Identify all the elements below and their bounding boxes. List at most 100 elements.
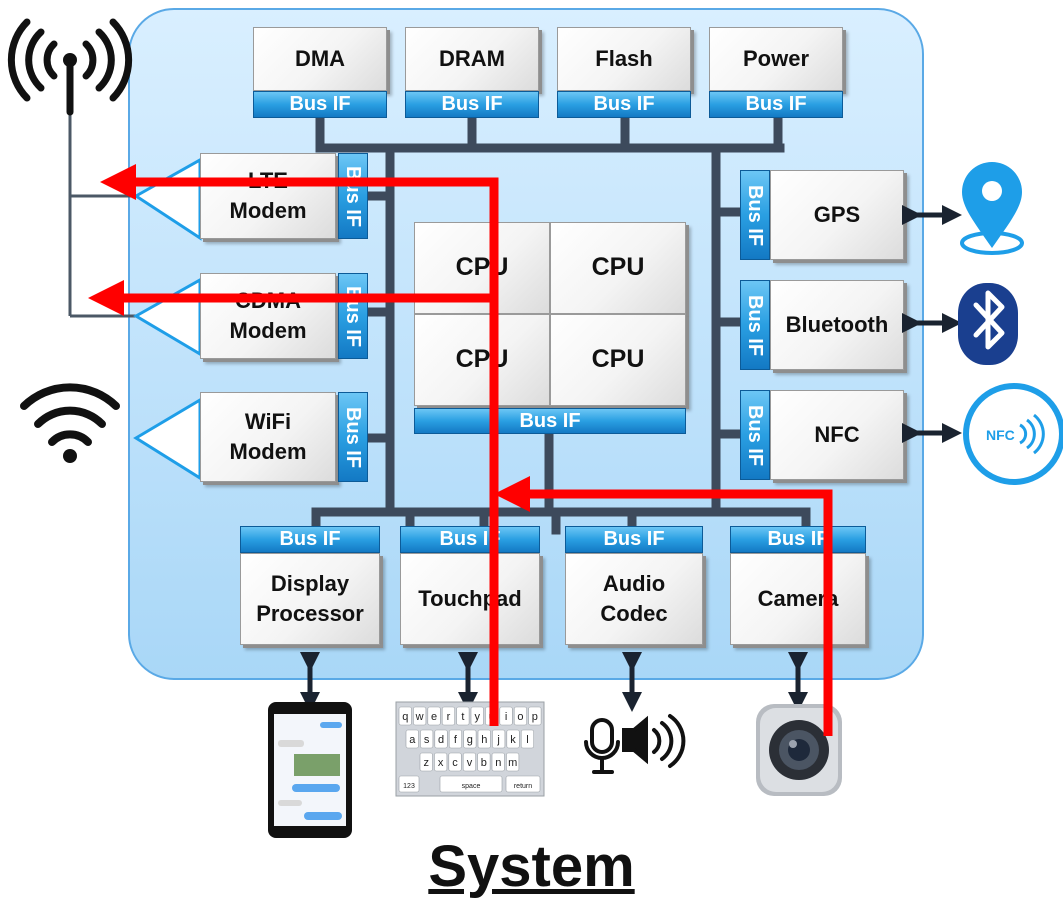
- key-c-label: c: [452, 757, 458, 769]
- key-w: [413, 706, 427, 726]
- modem-label: Modem: [229, 198, 307, 223]
- key-s-label: s: [424, 734, 430, 746]
- power-label: Power: [742, 46, 810, 72]
- cpu-label: CPU: [591, 345, 645, 374]
- data-path-keyboard-to-lte: [100, 164, 499, 726]
- microphone-speaker-icon: [584, 714, 686, 774]
- bus-if-label: Bus IF: [441, 93, 503, 115]
- key-l: [520, 729, 535, 749]
- dma-bus-if: Bus IF: [253, 91, 387, 118]
- key-i-label: i: [505, 711, 507, 723]
- key-return-label: return: [514, 783, 532, 790]
- power-bus-if: Bus IF: [709, 91, 843, 118]
- modem-label: Modem: [229, 318, 307, 343]
- key-a: [405, 729, 419, 749]
- key-c: [448, 752, 462, 772]
- key-z-label: z: [424, 757, 430, 769]
- power-block: Power: [709, 27, 843, 91]
- key-b-label: b: [481, 757, 487, 769]
- camera-bus-if: Bus IF: [730, 526, 866, 553]
- display-bus-if: Bus IF: [240, 526, 380, 553]
- key-e: [427, 706, 441, 726]
- key-return: [505, 775, 541, 793]
- key-h: [477, 729, 491, 749]
- audio-bus-if: Bus IF: [565, 526, 703, 553]
- diagram-title: System: [428, 834, 635, 899]
- dram-bus-if: Bus IF: [405, 91, 539, 118]
- flash-label: Flash: [595, 46, 653, 72]
- key-x: [434, 752, 448, 772]
- key-y: [470, 706, 484, 726]
- dma-block: DMA: [253, 27, 387, 91]
- bus-if-label: Bus IF: [439, 528, 501, 550]
- gps-block: GPS: [770, 170, 904, 260]
- gps-pin-icon: [960, 162, 1024, 255]
- nfc-badge-text: NFC: [986, 427, 1015, 443]
- key-j-label: j: [496, 734, 499, 746]
- bus-if-label: Bus IF: [593, 93, 655, 115]
- key-h-label: h: [481, 734, 487, 746]
- key-g: [463, 729, 477, 749]
- cpu-label: CPU: [591, 253, 645, 282]
- key-numbers-label: 123: [403, 783, 415, 790]
- key-q-label: q: [402, 711, 408, 723]
- cpu-core-4: CPU: [550, 314, 686, 406]
- key-z: [419, 752, 433, 772]
- bus-if-label: Bus IF: [289, 93, 351, 115]
- key-d-label: d: [438, 734, 444, 746]
- modem-label: Modem: [229, 439, 307, 464]
- cpu-core-3: CPU: [414, 314, 550, 406]
- key-s: [420, 729, 434, 749]
- touchpad-label: Touchpad: [418, 586, 522, 612]
- cpu-core-2: CPU: [550, 222, 686, 314]
- key-m: [506, 752, 520, 772]
- nfc-block: NFC: [770, 390, 904, 480]
- key-n-label: n: [495, 757, 501, 769]
- bus-if-label: Bus IF: [603, 528, 665, 550]
- key-o-label: o: [517, 711, 523, 723]
- lte-modem-block: LTE Modem: [200, 153, 336, 239]
- key-p: [528, 706, 542, 726]
- dram-block: DRAM: [405, 27, 539, 91]
- audio-label: Audio: [602, 571, 666, 597]
- key-n: [491, 752, 505, 772]
- key-j: [492, 729, 506, 749]
- key-space: [439, 775, 503, 793]
- cpu-label: CPU: [455, 253, 509, 282]
- cpu-bus-if: Bus IF: [414, 408, 686, 434]
- bus-if-label: Bus IF: [519, 409, 581, 432]
- key-k: [506, 729, 520, 749]
- key-m-label: m: [508, 757, 517, 769]
- touchpad-bus-if: Bus IF: [400, 526, 540, 553]
- key-r: [441, 706, 456, 726]
- key-e-label: e: [431, 711, 437, 723]
- dma-label: DMA: [294, 46, 346, 72]
- key-q: [398, 706, 412, 726]
- nfc-badge-icon: NFC: [963, 383, 1063, 485]
- smartphone-icon: [268, 702, 352, 838]
- key-p-label: p: [532, 711, 538, 723]
- key-k-label: k: [510, 734, 516, 746]
- flash-block: Flash: [557, 27, 691, 91]
- cell-antenna-icon: [7, 18, 133, 116]
- key-w-label: w: [415, 711, 424, 723]
- key-b: [477, 752, 491, 772]
- cdma-modem-block: CDMA Modem: [200, 273, 336, 359]
- key-i: [499, 706, 513, 726]
- cpu-label: CPU: [455, 345, 509, 374]
- wifi-bus-if: Bus IF: [338, 392, 368, 482]
- camera-icon: [756, 704, 842, 796]
- cdma-bus-if: Bus IF: [338, 273, 368, 359]
- key-r-label: r: [447, 711, 451, 723]
- lte-bus-if: Bus IF: [338, 153, 368, 239]
- key-d: [434, 729, 448, 749]
- gps-label: GPS: [813, 202, 861, 228]
- key-y-label: y: [475, 711, 481, 723]
- display-label: Display: [270, 571, 350, 597]
- key-v: [462, 752, 477, 772]
- key-g-label: g: [467, 734, 473, 746]
- data-path-camera-to-bus: [494, 476, 833, 736]
